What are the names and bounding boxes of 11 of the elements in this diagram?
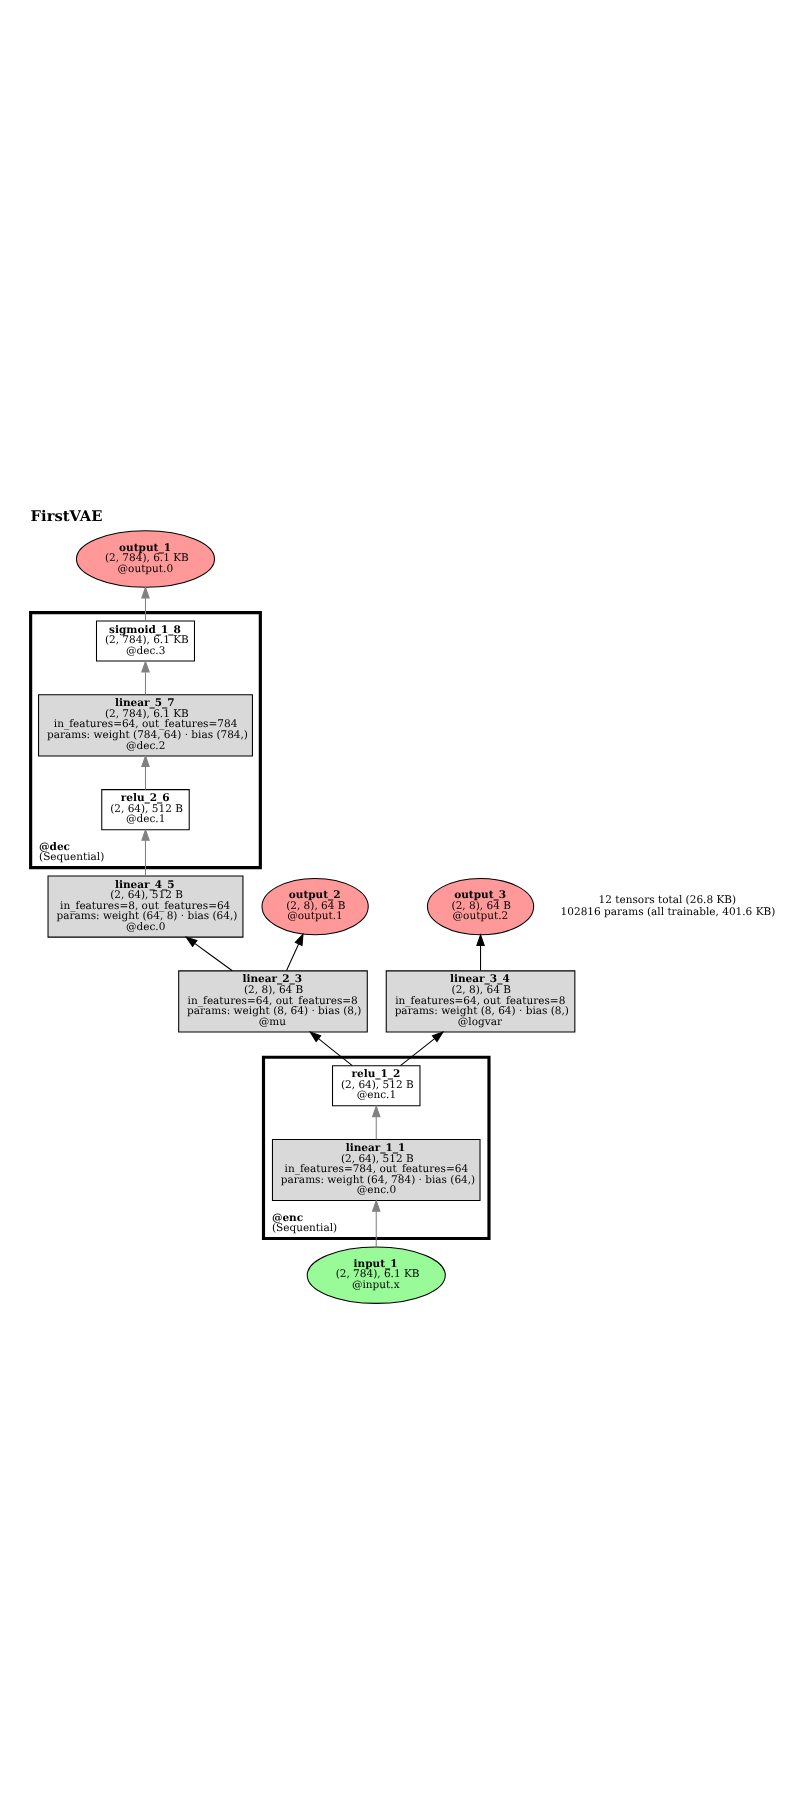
arrow <box>307 1030 352 1066</box>
arrow <box>285 931 303 971</box>
arrow <box>140 753 149 790</box>
arrow <box>398 1030 444 1066</box>
arrow <box>475 932 484 971</box>
arrow <box>140 584 149 621</box>
arrow <box>140 827 149 876</box>
arrow <box>183 935 232 971</box>
arrow <box>370 1198 380 1247</box>
arrow <box>370 1103 380 1139</box>
arrow <box>140 658 149 695</box>
